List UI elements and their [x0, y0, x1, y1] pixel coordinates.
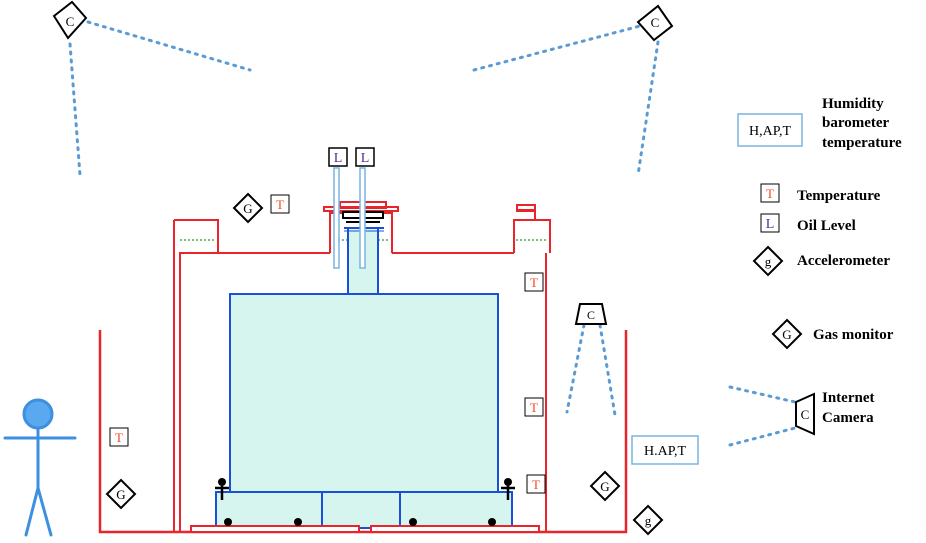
- gas-monitor-glyph: G: [600, 479, 609, 494]
- bottom-supports: [190, 478, 540, 533]
- camera-top-right: C: [636, 4, 674, 42]
- hapt-box-text: H.AP,T: [644, 444, 686, 459]
- legend-hapt-line2: barometer: [822, 115, 890, 131]
- legend-camera-line1: Internet: [822, 390, 875, 406]
- temperature-sensors: T T T T T: [109, 194, 546, 494]
- legend-hapt-label: H,AP,T: [749, 124, 791, 139]
- camera-glyph: C: [651, 15, 660, 30]
- legend-hapt-icon: [737, 113, 803, 147]
- camera-sight-lines: [68, 20, 797, 447]
- legend-accel-text: Accelerometer: [797, 253, 890, 269]
- camera-inside: C: [574, 303, 608, 325]
- legend-accel-glyph: g: [765, 254, 772, 269]
- gas-monitors: G G G: [105, 192, 621, 510]
- camera-glyph: C: [66, 14, 75, 29]
- legend-gas-icon: [771, 318, 803, 350]
- temp-sensor-glyph: T: [532, 477, 540, 492]
- accelerometer-scene: g: [632, 504, 664, 536]
- legend-temp-icon: [760, 183, 780, 203]
- legend-accel-icon: [752, 245, 784, 277]
- legend-gas-glyph: G: [782, 327, 791, 342]
- outer-container: [98, 330, 628, 534]
- gas-monitor-glyph: G: [243, 201, 252, 216]
- oil-sensor-glyph: L: [334, 151, 343, 166]
- legend-oil-glyph: L: [766, 217, 775, 232]
- temp-sensor-glyph: T: [530, 400, 538, 415]
- legend-temp-text: Temperature: [797, 188, 881, 204]
- legend-camera-glyph: C: [801, 407, 810, 422]
- legend-camera-icon: [795, 392, 815, 436]
- legend-oil-icon: [760, 213, 780, 233]
- temp-sensor-glyph: T: [276, 197, 284, 212]
- oil-level-tubes: [333, 167, 366, 269]
- gas-monitor-glyph: G: [116, 487, 125, 502]
- oil-sensor-glyph: L: [361, 151, 370, 166]
- legend-camera-line2: Camera: [822, 410, 874, 426]
- accel-glyph: g: [645, 513, 652, 528]
- temp-sensor-glyph: T: [530, 275, 538, 290]
- person-figure: [3, 398, 77, 537]
- temp-sensor-glyph: T: [115, 430, 123, 445]
- camera-top-left: C: [52, 0, 88, 40]
- legend-hapt-line1: Humidity: [822, 96, 884, 112]
- oil-sensors: L L: [328, 147, 375, 167]
- legend: H,AP,T Humidity barometer temperature T …: [737, 96, 902, 436]
- legend-oil-text: Oil Level: [797, 218, 856, 234]
- tank: [173, 201, 551, 532]
- hapt-box-scene: H.AP,T: [631, 435, 699, 465]
- inner-vessel: [215, 227, 513, 529]
- legend-gas-text: Gas monitor: [813, 327, 894, 343]
- camera-glyph: C: [587, 308, 595, 322]
- legend-hapt-line3: temperature: [822, 135, 902, 151]
- legend-temp-glyph: T: [766, 186, 774, 201]
